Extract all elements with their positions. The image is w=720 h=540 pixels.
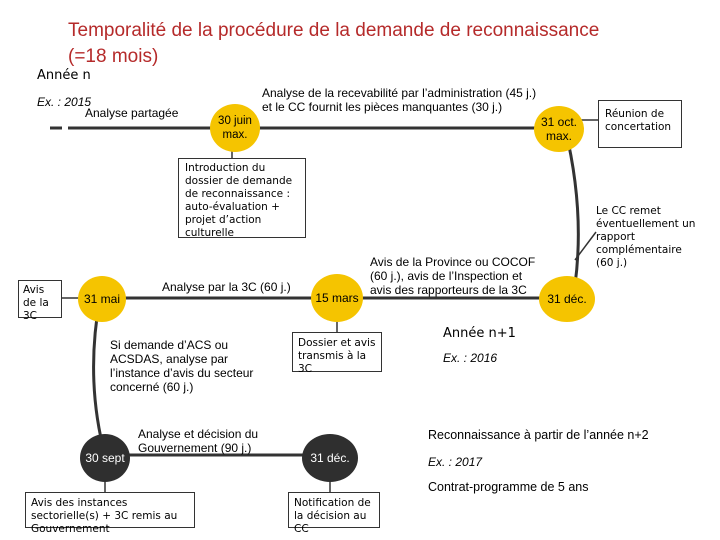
recevabilite-label: Analyse de la recevabilité par l’adminis…	[262, 86, 537, 114]
cc-remet-label: Le CC remet éventuellement un rapport co…	[596, 205, 696, 269]
milestone-31-dec-1-text: 31 déc.	[547, 292, 587, 306]
notification-text: Notification de la décision au CC	[294, 497, 371, 535]
milestone-30-sept: 30 sept	[80, 434, 130, 482]
milestone-31-dec-1: 31 déc.	[539, 276, 595, 322]
year-n-example: Ex. : 2015	[37, 95, 92, 109]
milestone-30-juin: 30 juin max.	[210, 104, 260, 152]
avis-instances-text: Avis des instances sectorielle(s) + 3C r…	[31, 497, 178, 535]
notification-box: Notification de la décision au CC	[288, 492, 380, 535]
oct-dec-curve	[563, 127, 580, 286]
milestone-31-oct-text: 31 oct. max.	[540, 115, 578, 143]
title-line-1: Temporalité de la procédure de la demand…	[68, 20, 600, 41]
avis-3c-box: Avis de la 3C	[18, 280, 62, 322]
milestone-31-mai-text: 31 mai	[83, 292, 121, 306]
analyse-partagee-label: Analyse partagée	[85, 106, 179, 120]
si-demande-label: Si demande d’ACS ou ACSDAS, analyse par …	[110, 338, 254, 394]
milestone-31-dec-2-text: 31 déc.	[310, 451, 350, 465]
avis-3c-text: Avis de la 3C	[23, 284, 49, 322]
reunion-concertation-text: Réunion de concertation	[605, 108, 672, 133]
milestone-31-dec-2: 31 déc.	[302, 434, 358, 482]
milestone-30-sept-text: 30 sept	[85, 451, 125, 465]
milestone-30-juin-text: 30 juin max.	[218, 115, 252, 141]
year-n1-example: Ex. : 2016	[443, 351, 498, 365]
introduction-text: Introduction du dossier de demande de re…	[185, 162, 293, 239]
avis-province-label: Avis de la Province ou COCOF (60 j.), av…	[370, 255, 536, 297]
recognition-label: Reconnaissance à partir de l’année n+2	[428, 428, 649, 442]
decision-gouv-label: Analyse et décision du Gouvernement (90 …	[138, 427, 259, 455]
dec-ccremet-link	[574, 231, 597, 261]
milestone-31-mai: 31 mai	[78, 276, 126, 322]
milestone-31-oct: 31 oct. max.	[534, 106, 584, 152]
contract-label: Contrat-programme de 5 ans	[428, 480, 589, 494]
recognition-example: Ex. : 2017	[428, 455, 483, 469]
year-n1-label: Année n+1	[443, 326, 516, 341]
milestone-15-mars-text: 15 mars	[315, 291, 359, 305]
introduction-box: Introduction du dossier de demande de re…	[178, 158, 306, 239]
dossier-transmis-text: Dossier et avis transmis à la 3C	[298, 337, 376, 375]
reunion-concertation-box: Réunion de concertation	[598, 100, 682, 148]
year-n-label: Année n	[37, 68, 91, 83]
page-title: Temporalité de la procédure de la demand…	[68, 18, 599, 70]
milestone-15-mars: 15 mars	[311, 274, 363, 322]
dossier-transmis-box: Dossier et avis transmis à la 3C	[292, 332, 382, 375]
title-line-2: (=18 mois)	[68, 46, 159, 67]
analyse-3c-label: Analyse par la 3C (60 j.)	[162, 280, 291, 294]
avis-instances-box: Avis des instances sectorielle(s) + 3C r…	[25, 492, 195, 535]
